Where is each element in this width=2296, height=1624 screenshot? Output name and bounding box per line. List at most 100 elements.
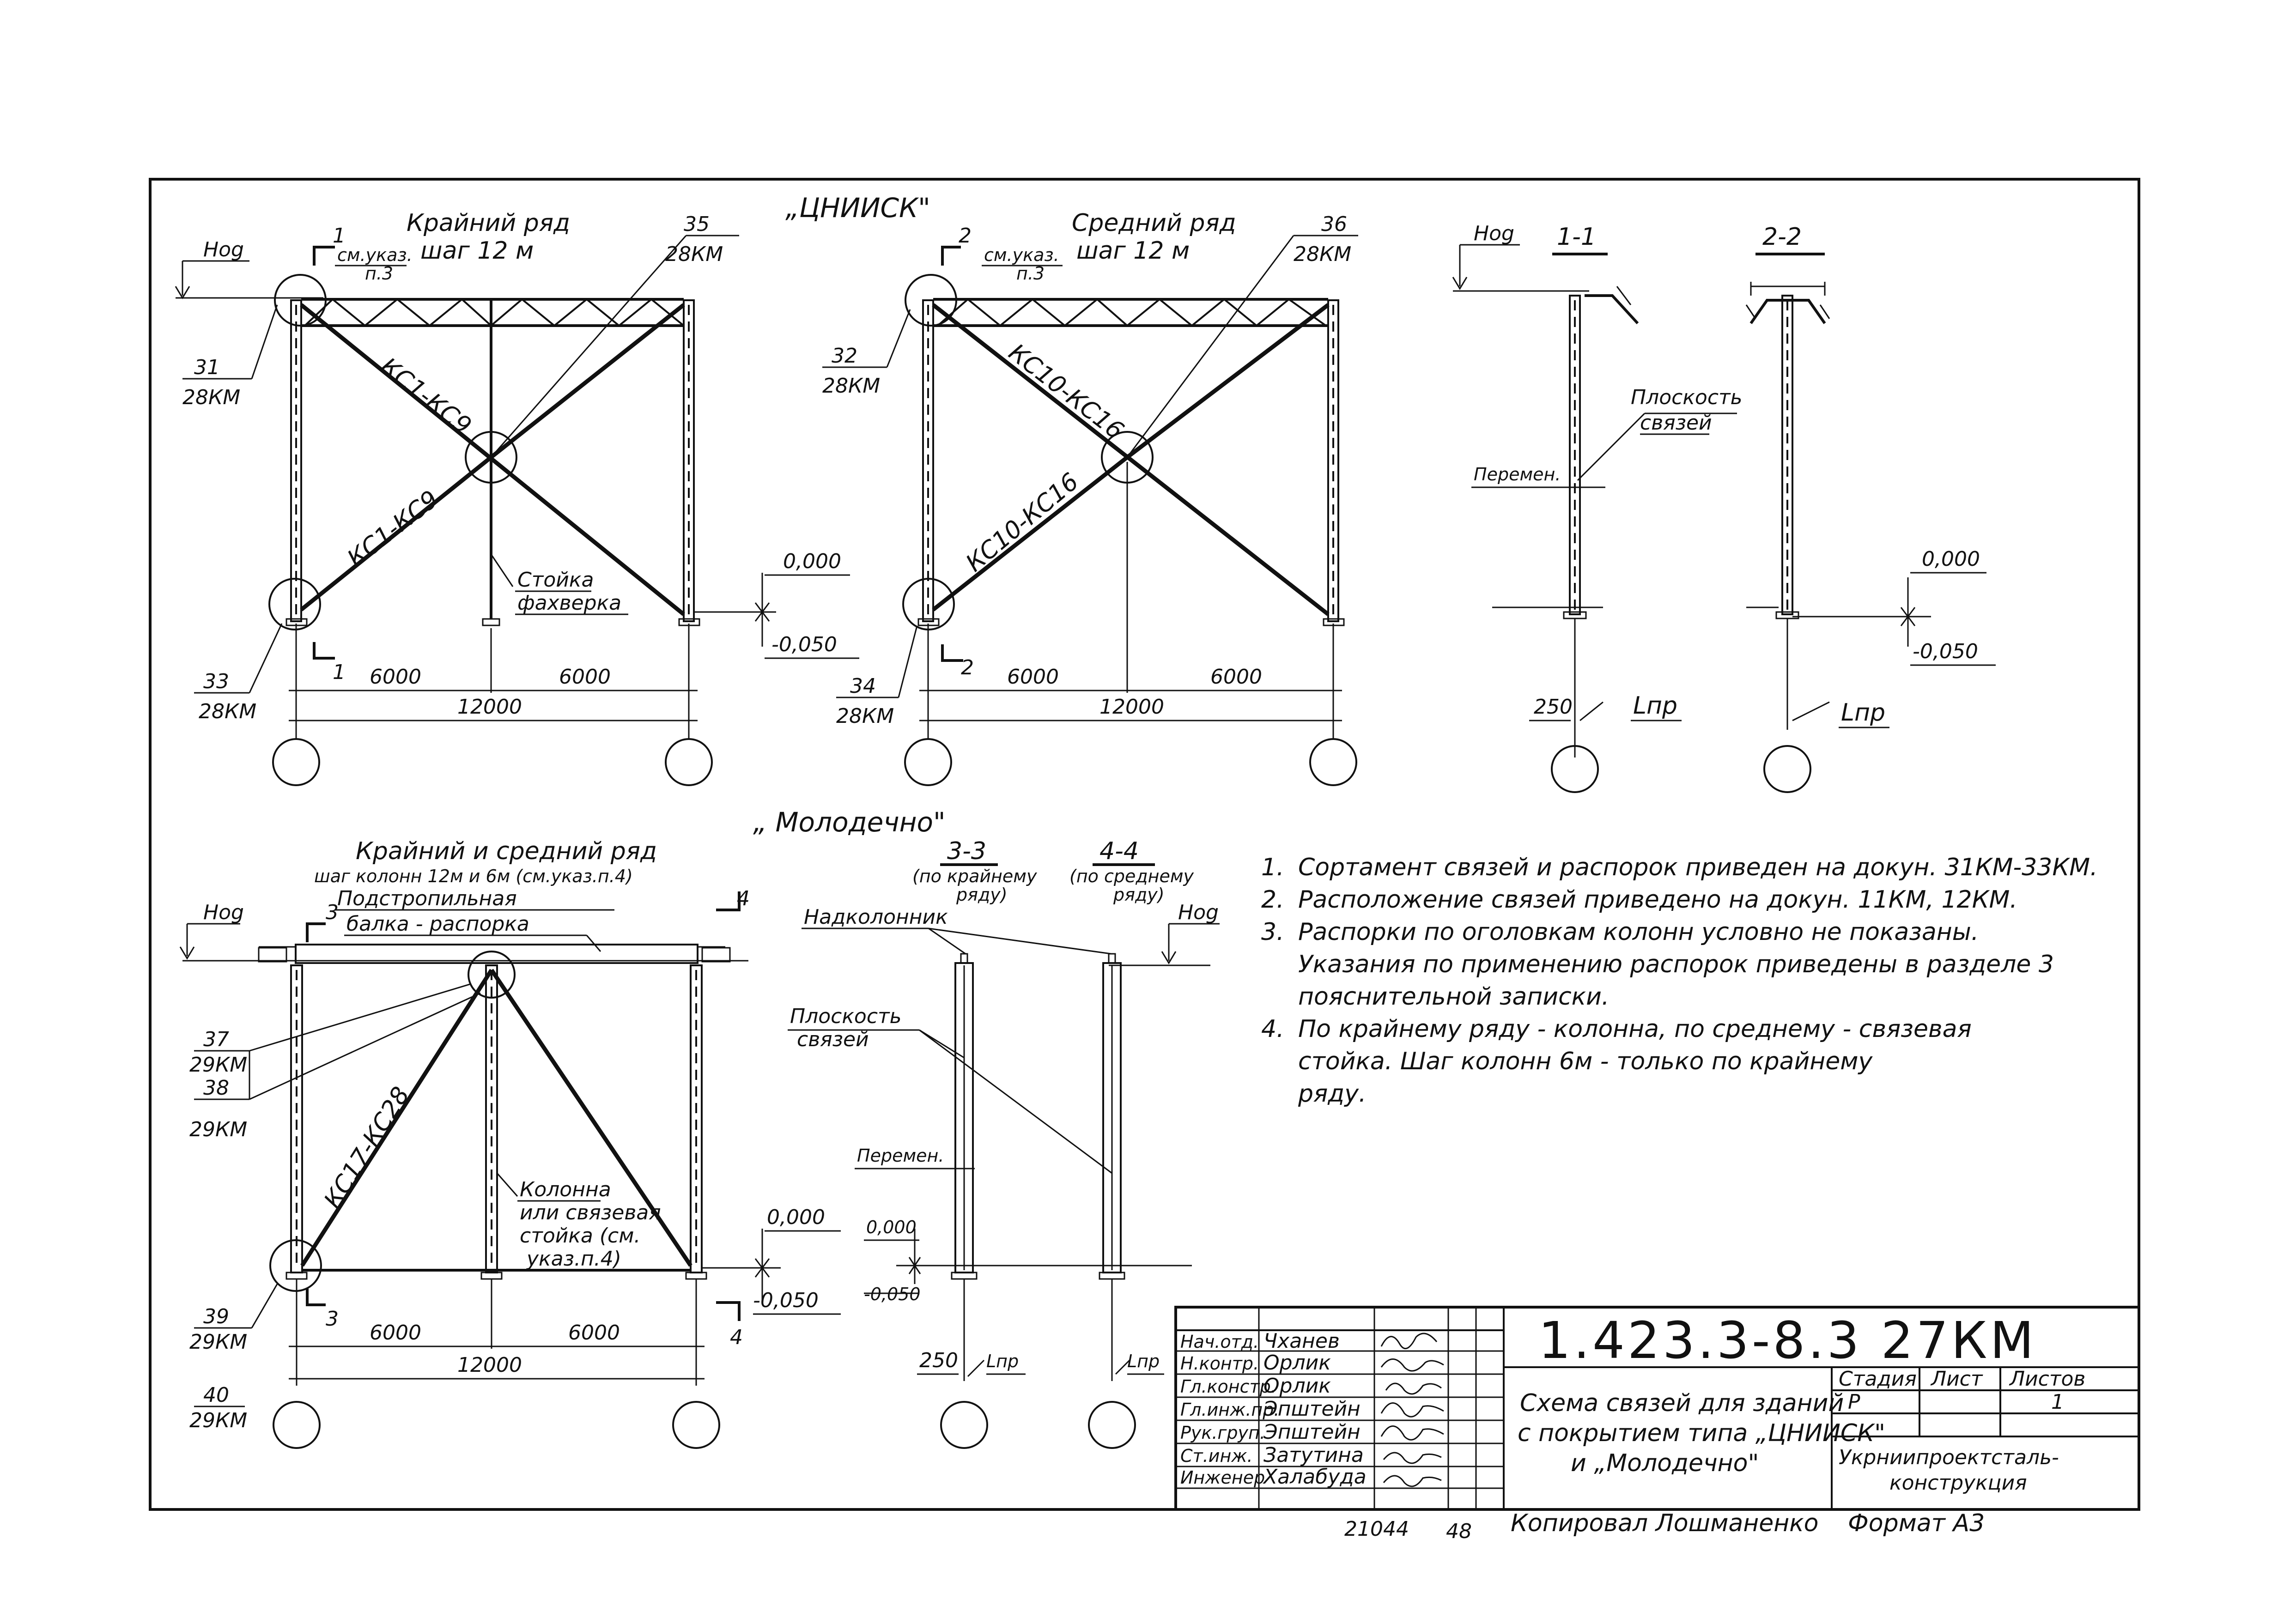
middle-row-step: шаг 12 м [1076,237,1190,265]
nadkolonnik-label: Надколонник [804,905,948,929]
section-mark-2-top: 2 [959,224,972,248]
middle-row-title: Средний ряд [1072,209,1236,237]
peremen-label-a: Перемен. [1474,464,1561,485]
dim-12000-a: 12000 [457,695,522,719]
panel-sections-3-4: 3-3 (по крайнему ряду) 4-4 (по среднему … [788,837,1220,1449]
mark-39-doc: 29КМ [189,1330,247,1354]
brace-label-ks17-ks28: КС17-КС28 [319,1082,415,1213]
note-1-line-1: Сортамент связей и распорок приведен на … [1298,854,2098,881]
mark-36-doc: 28КМ [1294,242,1351,266]
role-2: Н.контр. [1180,1353,1259,1374]
note-3-num: 3. [1261,918,1284,946]
page-number: 48 [1446,1520,1472,1543]
mark-35: 35 [684,212,710,236]
section-3-3-sub-2: ряду) [956,885,1008,905]
elev-0-s: 0,000 [866,1217,917,1237]
hog-label-m: Нog [203,901,244,924]
name-3: Орлик [1263,1374,1331,1398]
section-mark-4-bottom: 4 [730,1326,743,1349]
role-5: Рук.груп. [1180,1423,1265,1443]
see-note-label-2: см.указ. [984,245,1059,265]
section-title-tsniisk: „ЦНИИСК" [785,192,930,224]
panel-tsniisk-middle-row: Средний ряд шаг 12 м 2 см.указ. п.3 КС10… [822,209,1358,786]
copied-by: Копировал Лошманенко [1511,1509,1818,1537]
note-4-line-1: По крайнему ряду - колонна, по среднему … [1298,1015,1972,1043]
mark-40-doc: 29КМ [189,1409,247,1432]
elev-0-a: 0,000 [783,550,841,573]
lpr-label-d: Lпр [1127,1351,1160,1371]
format-label: Формат А3 [1848,1509,1985,1537]
role-4: Гл.инж.пр. [1180,1400,1279,1420]
hog-label-s: Нog [1474,222,1514,245]
role-3: Гл.констр. [1180,1376,1276,1397]
stage-label: Стадия [1839,1367,1917,1391]
mark-36: 36 [1321,212,1347,236]
peremen-label-b: Перемен. [857,1145,944,1166]
section-mark-2-bottom: 2 [961,656,974,679]
section-mark-1-top: 1 [333,224,346,248]
section-3-3-sub: (по крайнему [912,866,1037,886]
name-2: Орлик [1263,1351,1331,1375]
sheet-frame [149,178,2140,1511]
section-2-2-title: 2-2 [1762,223,1802,251]
elev-neg-m: -0,050 [753,1289,819,1312]
description-line-2: с покрытием типа „ЦНИИСК" [1518,1419,1885,1447]
stoika-label: Стойка [517,568,594,592]
see-note-point-2: п.3 [1016,263,1045,284]
molodechno-step: шаг колонн 12м и 6м (см.указ.п.4) [314,866,633,886]
podstropilnaya-label-2: балка - распорка [346,912,529,936]
note-2-num: 2. [1261,886,1284,914]
brace-label-ks1-ks9-bottom: КС1-КС9 [342,485,443,573]
description-line-1: Схема связей для зданий [1520,1389,1844,1417]
brace-label-ks10-ks16-bottom: КС10-КС16 [961,468,1084,577]
note-4-num: 4. [1261,1015,1284,1043]
dim-6000-b1: 6000 [1007,665,1059,689]
mark-32: 32 [832,344,857,368]
elev-0-m: 0,000 [767,1206,825,1229]
dim-12000-b: 12000 [1099,695,1164,719]
mark-34-doc: 28КМ [836,704,894,728]
mark-37-doc: 29КМ [189,1053,247,1077]
mark-35-doc: 28КМ [665,242,723,266]
name-6: Затутина [1263,1443,1364,1467]
name-7: Халабуда [1263,1465,1367,1489]
note-3-line-1: Распорки по оголовкам колонн условно не … [1298,918,1979,946]
note-1-num: 1. [1261,854,1284,881]
kolonna-label-4: указ.п.4) [526,1247,621,1271]
organization-line-1: Укрниипроектсталь- [1839,1446,2059,1469]
edge-row-title: Крайний ряд [407,209,570,237]
mark-31: 31 [194,356,220,379]
elev-0-c: 0,000 [1922,547,1980,571]
see-note-point: п.3 [365,263,393,284]
section-4-4-title: 4-4 [1099,837,1139,865]
panel-sections-1-2: Нog 1-1 2-2 Плоскость связей [1452,222,1996,793]
dim-6000-m2: 6000 [568,1321,620,1345]
signatures [1380,1333,1444,1487]
description-line-3: и „Молодечно" [1571,1449,1759,1477]
title-block: Нач.отд. Н.контр. Гл.констр. Гл.инж.пр. … [1174,1306,2140,1511]
elev-neg-s: -0,050 [864,1284,921,1304]
organization-line-2: конструкция [1889,1471,2027,1495]
sheets-value: 1 [2051,1390,2064,1414]
ploskost-label-b: Плоскость [790,1005,902,1028]
mark-40: 40 [203,1383,229,1407]
mark-37: 37 [203,1028,229,1051]
dim-6000-a2: 6000 [559,665,611,689]
mark-32-doc: 28КМ [822,374,880,398]
panel-molodechno: „ Молодечно" Крайний и средний ряд шаг к… [179,806,946,1449]
ploskost-label-a: Плоскость [1631,386,1743,409]
section-mark-3-top: 3 [326,901,339,924]
section-mark-1-bottom: 1 [333,661,346,684]
name-4: Эпштейн [1263,1397,1361,1421]
note-2-line-1: Расположение связей приведено на докун. … [1298,886,2017,914]
elev-neg-c: -0,050 [1913,640,1978,663]
mark-31-doc: 28КМ [182,386,240,409]
molodechno-title: Крайний и средний ряд [356,837,657,865]
kolonna-label: Колонна [520,1178,611,1201]
dim-250-b: 250 [919,1349,958,1372]
edge-row-step: шаг 12 м [420,237,534,265]
role-6: Ст.инж. [1180,1446,1253,1466]
dim-12000-m: 12000 [457,1353,522,1377]
section-title-molodechno: „ Молодечно" [753,806,946,838]
section-3-3-title: 3-3 [947,837,986,865]
